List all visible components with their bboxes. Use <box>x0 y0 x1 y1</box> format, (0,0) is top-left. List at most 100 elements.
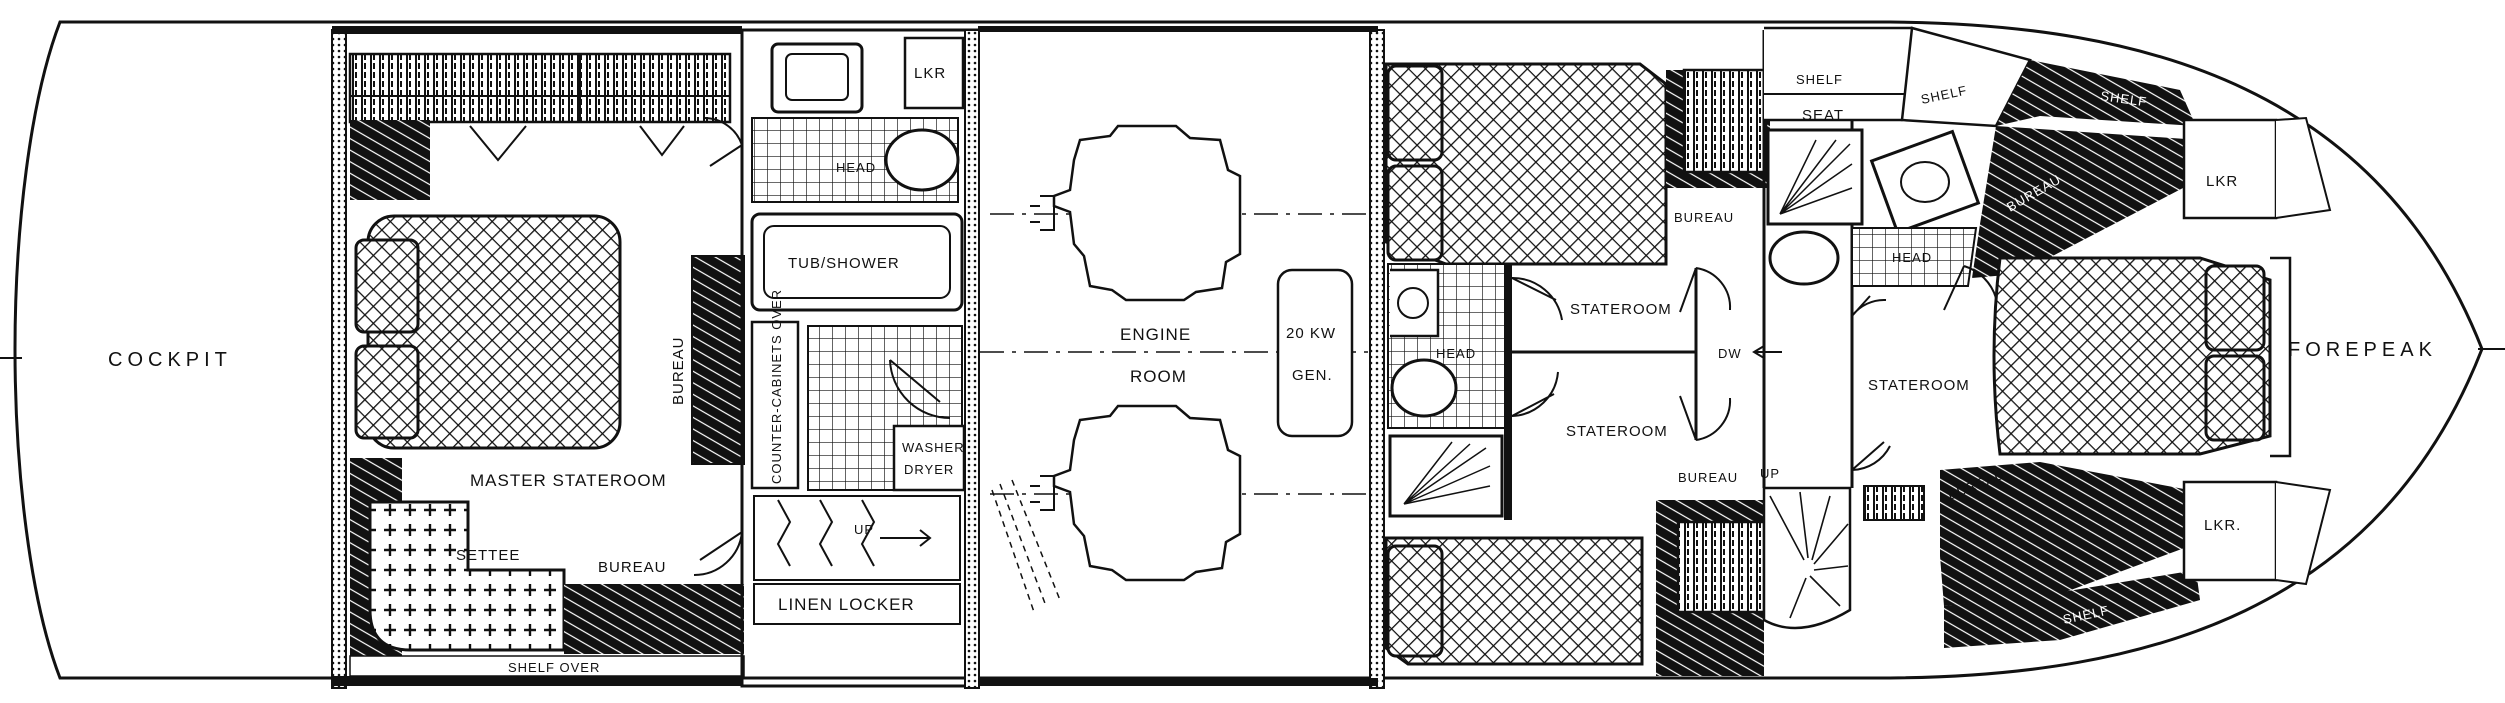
lkr-fwd-low <box>2182 480 2278 582</box>
forepeak-label: FOREPEAK <box>2288 339 2437 361</box>
aft-stair-steps <box>776 499 876 567</box>
fwd-sink-bowl <box>1900 161 1950 203</box>
dryer-label: DRYER <box>904 462 954 477</box>
mid-cabins-labels: BUREAU HEAD STATEROOM STATEROOM DW BUREA… <box>1436 210 1779 485</box>
shelf-over-label: SHELF OVER <box>508 660 600 675</box>
stbd-stateroom-door <box>1511 371 1559 417</box>
fwd-head-floor <box>1851 227 1978 287</box>
port-bureau-cabinet <box>1682 68 1768 174</box>
hanging-locker <box>348 52 732 124</box>
lkr-fwd-top <box>2182 118 2278 220</box>
master-door-top <box>703 116 743 167</box>
master-door-bottom <box>693 531 743 577</box>
fwd-shower-rays <box>1779 139 1853 215</box>
fwd-shower <box>1766 128 1864 226</box>
lower-transmission <box>1030 475 1055 511</box>
shelf-over <box>349 655 745 677</box>
fwd-berth-end <box>2270 256 2292 458</box>
aft-lkr <box>903 36 965 110</box>
linen-locker <box>753 583 961 625</box>
engine-room-bottom-wall <box>978 678 1378 686</box>
fwd-hull-liner-top <box>2275 116 2332 219</box>
fwd-head-label: HEAD <box>1892 250 1932 265</box>
master-stateroom <box>331 26 745 689</box>
aft-up-label: UP <box>854 522 874 537</box>
shelf-top-1-label: SHELF <box>1796 72 1843 87</box>
fwd-toilet <box>1768 230 1840 286</box>
generator <box>1276 268 1354 438</box>
settee <box>368 500 566 652</box>
port-berth-top <box>1384 62 1668 266</box>
dishwasher-arrow <box>1752 345 1782 359</box>
port-stateroom-label: STATEROOM <box>1570 301 1672 318</box>
washer-label: WASHER <box>902 440 965 455</box>
aft-head-label: HEAD <box>836 160 876 175</box>
washer-dryer <box>892 424 966 492</box>
bulkhead-mid-aft <box>964 29 980 689</box>
aft-stair-arrow <box>880 529 932 547</box>
fwd-sink <box>1869 129 1981 235</box>
master-bureau-low-label: BUREAU <box>598 559 667 576</box>
tub-inner <box>763 225 951 299</box>
master-stateroom-label: MASTER STATEROOM <box>470 471 667 490</box>
lkr-fwd-top-label: LKR <box>2206 173 2238 190</box>
cockpit-label: COCKPIT <box>108 349 232 371</box>
linen-locker-label: LINEN LOCKER <box>778 595 915 614</box>
shelf-fwd-top-label: SHELF <box>2100 88 2149 109</box>
engine-room <box>978 26 1385 689</box>
fwd-hull-liner-low <box>2275 481 2332 586</box>
laundry-door <box>889 359 951 419</box>
fwd-head-door <box>1943 265 1997 311</box>
engine-room-top-wall <box>978 26 1378 32</box>
seat-label: SEAT <box>1802 107 1844 124</box>
bureau-fwd-low <box>1940 462 2206 606</box>
fwd-vberth <box>1992 256 2272 456</box>
fwd-pillow-b <box>2204 354 2266 442</box>
fwd-stateroom-doors <box>1851 295 1891 471</box>
master-bureau-vertical-label: BUREAU <box>670 336 687 405</box>
engine-room-labels: ENGINE ROOM 20 KW GEN. <box>1120 325 1335 386</box>
port-pillow-a <box>1386 64 1444 162</box>
locker-doors <box>469 125 685 162</box>
fwd-spiral-stair <box>1762 486 1852 630</box>
engine-label: ENGINE <box>1120 325 1191 344</box>
fwd-low-cabinet <box>1863 485 1925 521</box>
aft-lkr-label: LKR <box>914 65 946 82</box>
settee-label: SETTEE <box>456 547 520 564</box>
hall-door-upper <box>1679 267 1732 313</box>
fwd-pillow-a <box>2204 264 2266 352</box>
corner-shelf-aft-top <box>350 120 430 200</box>
master-pillow-lower <box>354 344 420 440</box>
master-wall-top <box>332 26 742 34</box>
fwd-stair-treads <box>1769 491 1849 619</box>
shelf-fwd-top <box>1996 60 2196 126</box>
forward-cabin <box>1762 26 2332 648</box>
mid-shower-rays <box>1403 441 1491 505</box>
mid-cabins <box>1384 62 1852 676</box>
port-bureau-label: BUREAU <box>1674 210 1734 225</box>
port-stateroom-door <box>1511 276 1563 321</box>
hall-door-lower <box>1679 395 1732 441</box>
stbd-berth-low <box>1384 536 1644 666</box>
stbd-bureau-label: BUREAU <box>1678 470 1738 485</box>
aft-head-utility <box>740 28 980 689</box>
master-stateroom-labels: MASTER STATEROOM SETTEE BUREAU BUREAU SH… <box>456 336 687 675</box>
dw-label: DW <box>1718 346 1742 361</box>
bulkhead-mid-fwd <box>1369 29 1385 689</box>
shelf-fwd-low <box>1944 570 2200 648</box>
aft-toilet <box>884 128 960 192</box>
bureau-fwd-top <box>1972 126 2206 278</box>
counter-cabinets <box>750 320 800 490</box>
stbd-pillow <box>1386 544 1444 658</box>
stbd-bureau-cabinet <box>1676 520 1766 614</box>
aft-sink <box>770 42 864 114</box>
master-bureau-low <box>564 584 744 654</box>
stateroom-partition <box>1512 268 1698 440</box>
mid-head-sink-bowl <box>1397 287 1429 319</box>
tub <box>750 212 964 312</box>
tub-shower-label: TUB/SHOWER <box>788 255 900 272</box>
master-wall-bottom <box>332 676 742 686</box>
room-label: ROOM <box>1130 367 1187 386</box>
aft-sink-basin <box>785 53 849 101</box>
